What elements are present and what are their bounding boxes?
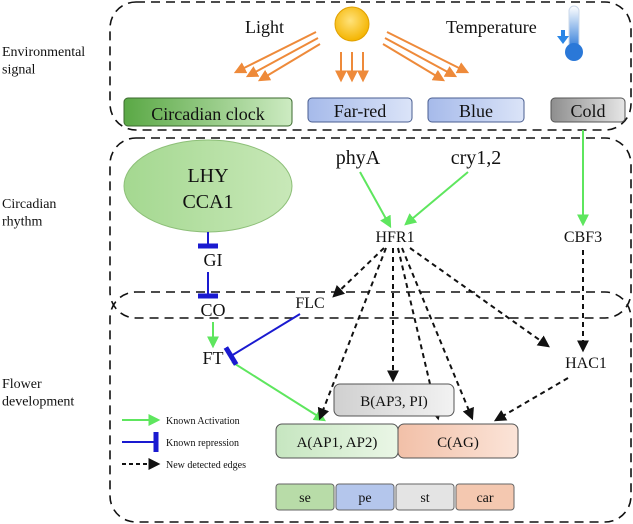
- thermometer-icon: [565, 5, 583, 61]
- lhy-label: LHY: [187, 165, 228, 187]
- organ-box-st: [395, 483, 455, 511]
- edge-phya-hfr1: [359, 171, 392, 229]
- organ-label-se: se: [299, 491, 311, 506]
- environmental-section-box: [109, 1, 632, 131]
- edge-flc-ft: [223, 313, 301, 366]
- cold-label: Cold: [570, 101, 605, 121]
- light-label: Light: [245, 17, 284, 37]
- far-red-label: Far-red: [334, 101, 387, 121]
- legend: Known Activation Known repression New de…: [122, 414, 246, 471]
- cry-label: cry1,2: [451, 147, 502, 169]
- b-box: [333, 383, 455, 417]
- edge-cry-hfr1: [404, 171, 469, 226]
- organ-label-st: st: [420, 491, 429, 506]
- circadian-clock-box: [123, 97, 293, 127]
- organ-box-se: [275, 483, 335, 511]
- cold-box: [550, 97, 626, 123]
- gi-label: GI: [204, 250, 223, 270]
- edge-ft-a: [231, 361, 327, 422]
- hac1-label: HAC1: [565, 355, 607, 372]
- organ-label-car: car: [476, 491, 493, 506]
- organ-label-pe: pe: [358, 491, 371, 506]
- light-rays: [233, 31, 470, 83]
- c-label: C(AG): [437, 435, 479, 451]
- phya-label: phyA: [336, 147, 381, 169]
- legend-activation-label: Known Activation: [166, 416, 240, 427]
- repression-edges: [198, 232, 301, 366]
- organ-box-car: [455, 483, 515, 511]
- activation-edges: [207, 130, 589, 422]
- edge-hac1-c: [493, 377, 569, 422]
- edge-hfr1-flc: [332, 247, 385, 298]
- cbf3-label: CBF3: [564, 229, 602, 246]
- blue-label: Blue: [459, 101, 493, 121]
- cca1-label: CCA1: [182, 191, 233, 213]
- legend-repression-label: Known repression: [166, 438, 239, 449]
- edge-hfr1-a: [317, 247, 387, 421]
- temperature-label: Temperature: [446, 17, 537, 37]
- flc-label: FLC: [295, 295, 324, 312]
- hfr1-label: HFR1: [375, 229, 414, 246]
- ft-label: FT: [202, 348, 223, 368]
- down-arrow-icon: [557, 30, 569, 44]
- co-label: CO: [200, 300, 225, 320]
- edge-hfr1-hac1: [409, 247, 550, 348]
- circadian-clock-label: Circadian clock: [151, 104, 264, 124]
- far-red-box: [307, 97, 413, 123]
- c-box: [397, 423, 519, 459]
- b-label: B(AP3, PI): [360, 394, 428, 410]
- edge-hfr1-c2: [401, 247, 474, 421]
- blue-box: [427, 97, 525, 123]
- legend-new-edge-label: New detected edges: [166, 460, 246, 471]
- sun-icon: [334, 6, 370, 42]
- organ-box-pe: [335, 483, 395, 511]
- a-label: A(AP1, AP2): [297, 435, 378, 451]
- circadian-section-box: [109, 137, 632, 319]
- flower-section-box: [109, 291, 632, 523]
